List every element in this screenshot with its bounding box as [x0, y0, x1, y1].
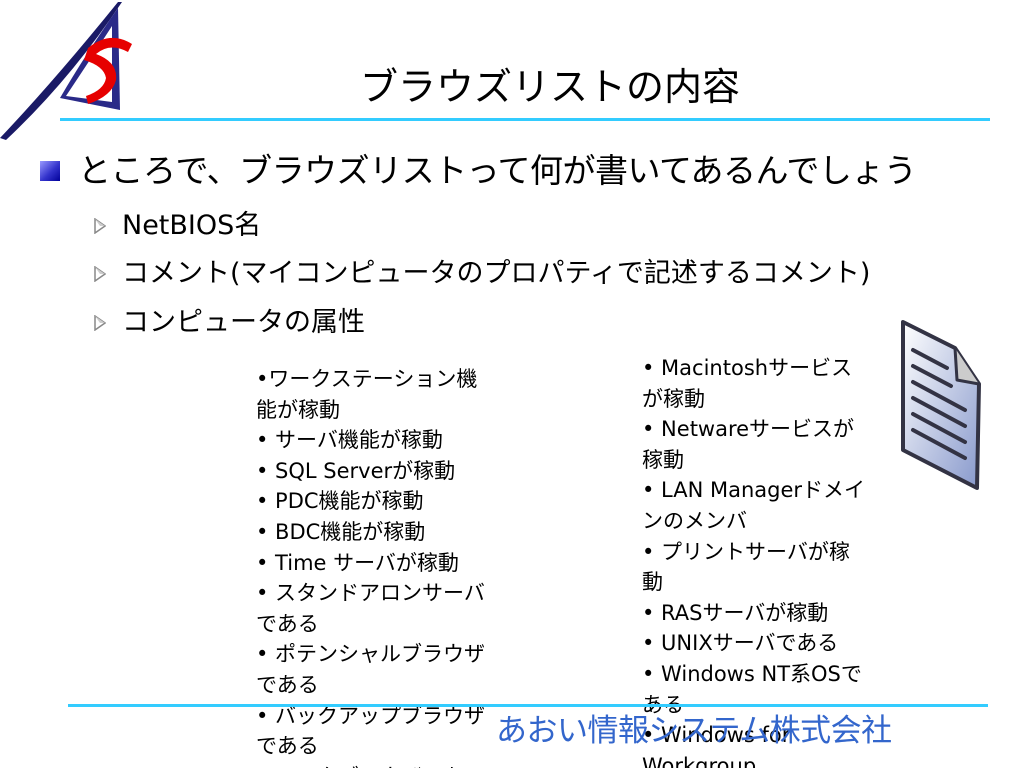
title-underline	[60, 118, 990, 121]
attribute-list-left: •ワークステーション機 能が稼動 • サーバ機能が稼動 • SQL Server…	[256, 367, 486, 768]
sub-point-text: コンピュータの属性	[122, 307, 365, 338]
attribute-list-right: • Macintoshサービス が稼動 • Netwareサービスが 稼動 • …	[642, 356, 866, 768]
main-point-text: ところで、ブラウズリストって何が書いてあるんでしょう	[78, 151, 917, 190]
arrow-bullet-icon	[94, 266, 106, 282]
main-point: ところで、ブラウズリストって何が書いてあるんでしょう	[40, 146, 917, 196]
sub-point-comment: コメント(マイコンピュータのプロパティで記述するコメント)	[94, 254, 870, 294]
slide-title: ブラウズリストの内容	[359, 65, 740, 109]
document-icon	[901, 320, 981, 490]
sub-point-netbios: NetBIOS名	[94, 206, 261, 246]
company-logo-icon	[0, 2, 132, 140]
arrow-bullet-icon	[94, 315, 106, 331]
company-name: あおい情報システム株式会社	[496, 713, 892, 749]
sub-point-text: コメント(マイコンピュータのプロパティで記述するコメント)	[122, 258, 871, 289]
sub-point-attributes: コンピュータの属性	[94, 303, 365, 343]
footer-rule	[68, 704, 988, 707]
arrow-bullet-icon	[94, 218, 106, 234]
square-bullet-icon	[40, 161, 60, 181]
sub-point-text: NetBIOS名	[122, 210, 262, 241]
